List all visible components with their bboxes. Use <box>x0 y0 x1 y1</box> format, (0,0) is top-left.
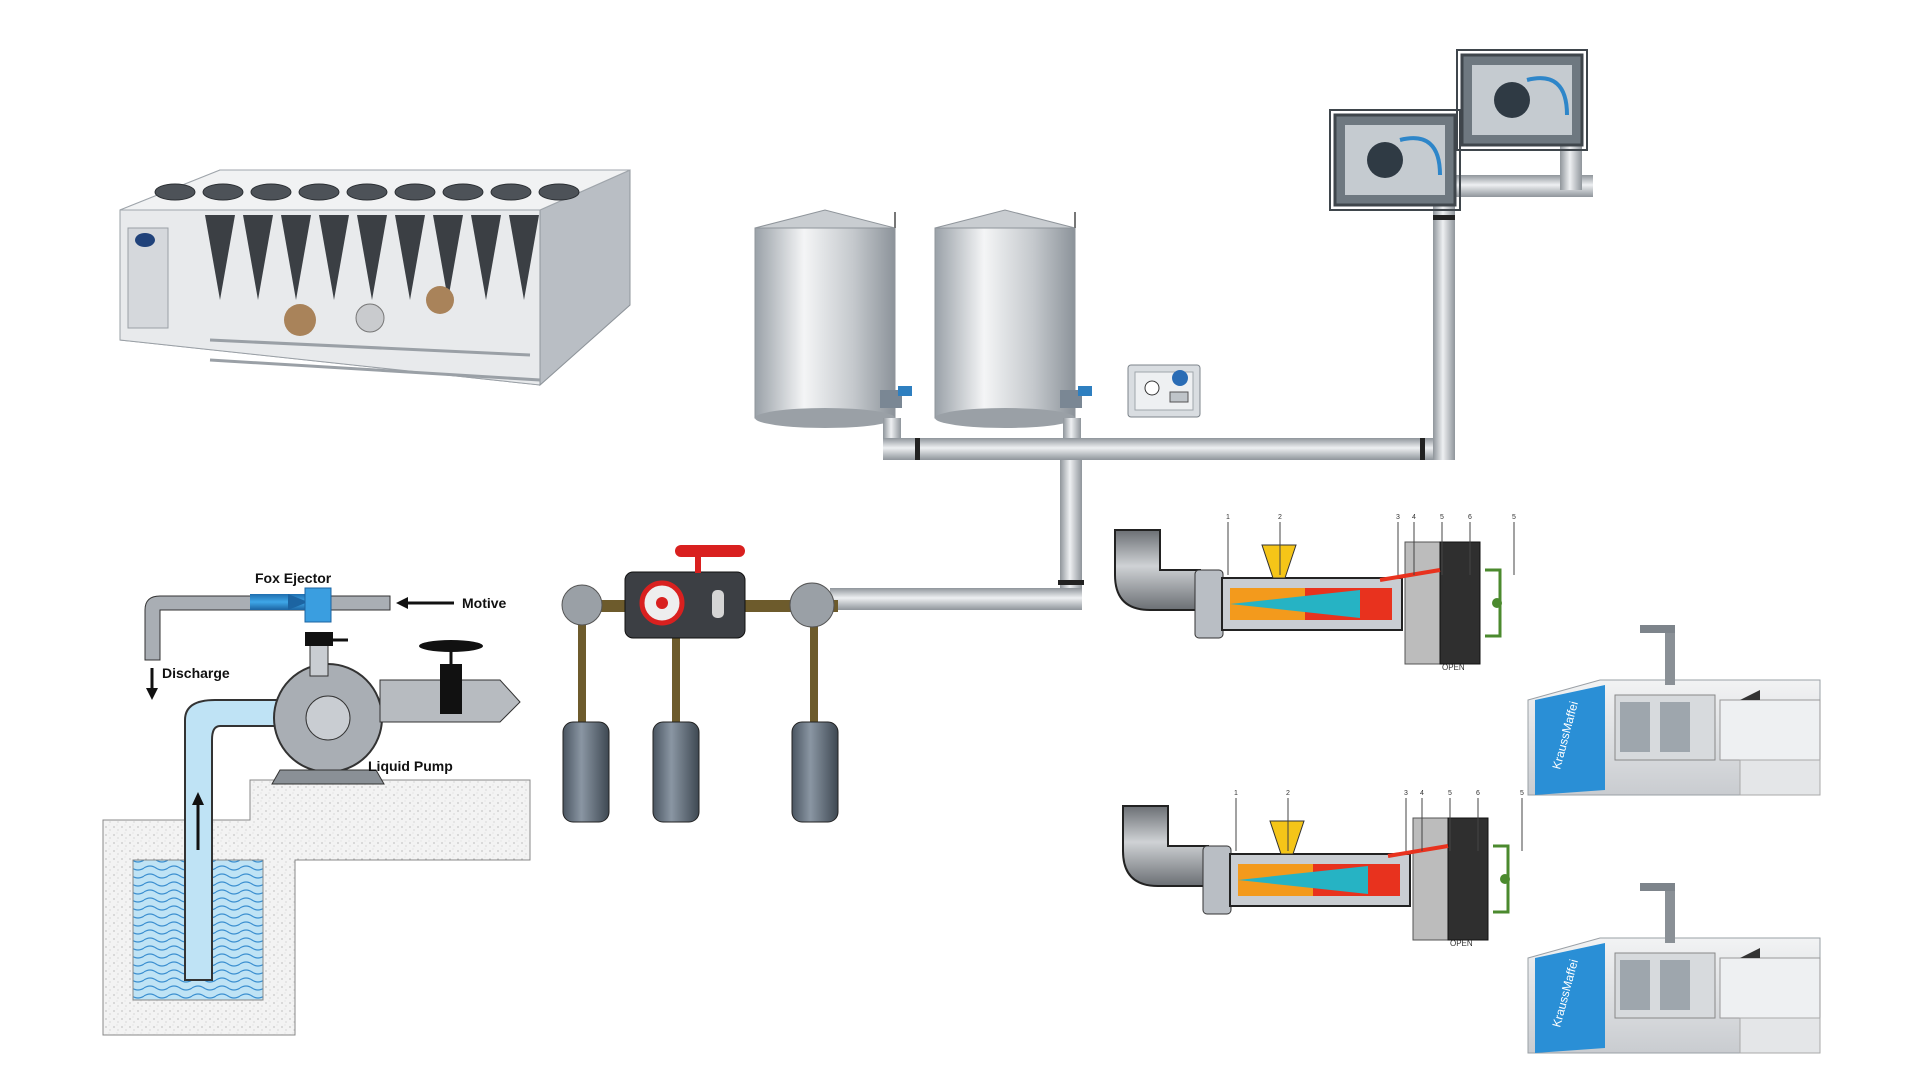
marker-number: 6 <box>1476 790 1480 797</box>
storage-tank-icon <box>754 209 912 428</box>
coil-panel <box>509 215 539 300</box>
air-compressor-icon <box>1329 109 1461 211</box>
marker-number: 5 <box>1448 790 1452 797</box>
coil-panel <box>433 215 463 300</box>
marker-number: 5 <box>1512 514 1516 521</box>
centrifugal-pump-icon: Fox Ejector Motive Discharge Liquid Pump <box>102 570 531 1036</box>
ejector-label: Fox Ejector <box>255 570 332 586</box>
marker-number: 4 <box>1412 514 1416 521</box>
fan-icon <box>298 183 340 201</box>
open-label: OPEN <box>1450 939 1473 948</box>
valve-handwheel-icon <box>675 545 745 557</box>
marker-number: 1 <box>1234 790 1238 797</box>
coil-panel <box>357 215 387 300</box>
marker-number: 6 <box>1468 514 1472 521</box>
injection-unit-icon: 1 2 3 4 5 6 5 OPEN <box>1122 790 1524 948</box>
fan-icon <box>394 183 436 201</box>
injection-machine-icon: KraussMaffei <box>1527 883 1821 1054</box>
pump-label: Liquid Pump <box>368 758 453 774</box>
marker-number: 4 <box>1420 790 1424 797</box>
marker-number: 5 <box>1440 514 1444 521</box>
coil-panel <box>243 215 273 300</box>
marker-number: 2 <box>1278 514 1282 521</box>
coil-panel <box>205 215 235 300</box>
injection-machine-icon: KraussMaffei <box>1527 625 1821 796</box>
marker-number: 2 <box>1286 790 1290 797</box>
fan-icon <box>442 183 484 201</box>
storage-tank-icon <box>934 209 1092 428</box>
injection-unit-icon: 1 2 3 4 5 6 5 OPEN <box>1114 514 1516 672</box>
pipe-network <box>830 130 1593 610</box>
marker-number: 3 <box>1396 514 1400 521</box>
marker-number: 1 <box>1226 514 1230 521</box>
fan-icon <box>538 183 580 201</box>
air-compressor-icon <box>1456 49 1588 151</box>
vacuum-receiver-icon <box>561 545 839 823</box>
fan-icon <box>250 183 292 201</box>
motive-label: Motive <box>462 595 507 611</box>
coil-panel <box>319 215 349 300</box>
coil-panel <box>471 215 501 300</box>
discharge-label: Discharge <box>162 665 230 681</box>
marker-number: 3 <box>1404 790 1408 797</box>
chiller-icon <box>119 169 631 387</box>
control-panel-icon <box>1127 364 1201 418</box>
coil-panel <box>395 215 425 300</box>
open-label: OPEN <box>1442 663 1465 672</box>
fan-icon <box>346 183 388 201</box>
fan-icon <box>202 183 244 201</box>
marker-number: 5 <box>1520 790 1524 797</box>
fan-icon <box>490 183 532 201</box>
coil-panel <box>281 215 311 300</box>
fan-icon <box>154 183 196 201</box>
